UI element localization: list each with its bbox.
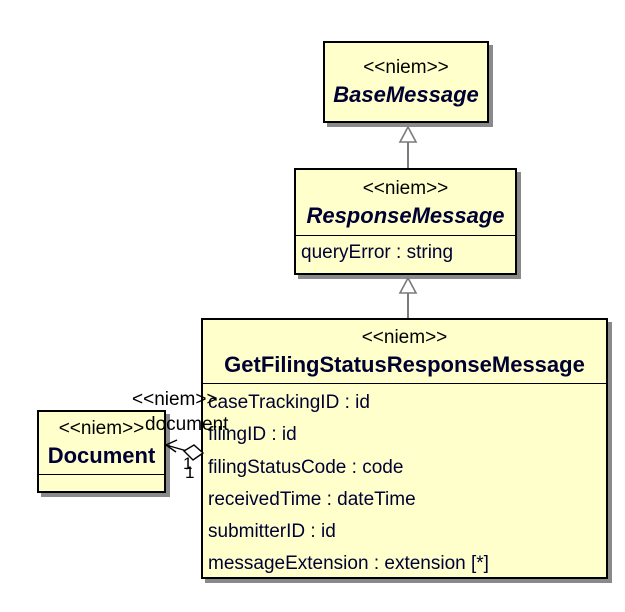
generalization-getfiling-to-response[interactable] (398, 276, 418, 318)
attribute-row: filingStatusCode : code (208, 456, 404, 478)
attribute-row: messageExtension : extension [*] (208, 553, 489, 575)
class-name-compartment: <<niem>> ResponseMessage (296, 170, 515, 235)
class-name-compartment: <<niem>> Document (39, 412, 164, 474)
association-stereotype-label: <<niem>> (132, 389, 218, 410)
class-name: ResponseMessage (306, 202, 505, 228)
stereotype-label: <<niem>> (58, 418, 145, 439)
association-multiplicity-label: 1 (185, 463, 195, 482)
class-name-compartment: <<niem>> BaseMessage (325, 43, 487, 121)
generalization-response-to-base[interactable] (398, 125, 418, 168)
class-box-response-message[interactable]: <<niem>> ResponseMessage queryError : st… (294, 168, 517, 275)
class-name: Document (47, 443, 156, 468)
hollow-triangle-arrowhead (398, 125, 418, 143)
class-box-get-filing-status-response-message[interactable]: <<niem>> GetFilingStatusResponseMessage … (201, 318, 608, 579)
attributes-compartment: queryError : string (296, 235, 515, 273)
stereotype-label: <<niem>> (363, 57, 449, 78)
class-name: BaseMessage (333, 82, 479, 107)
association-multiplicity-label: 1 (183, 454, 193, 473)
attributes-compartment: caseTrackingID : id filingID : id filing… (203, 383, 606, 577)
class-box-document[interactable]: <<niem>> Document (37, 410, 166, 493)
attribute-row: receivedTime : dateTime (208, 488, 416, 510)
attribute-row: caseTrackingID : id (208, 392, 370, 413)
attribute-row: queryError : string (301, 242, 454, 263)
class-box-base-message[interactable]: <<niem>> BaseMessage (323, 41, 489, 123)
attributes-compartment-empty (39, 474, 164, 491)
association-name-label: document (145, 414, 229, 435)
class-name-compartment: <<niem>> GetFilingStatusResponseMessage (203, 320, 606, 383)
attribute-row: filingID : id (208, 424, 297, 446)
open-arrowhead (165, 439, 178, 446)
stereotype-label: <<niem>> (362, 177, 449, 199)
open-arrowhead (165, 444, 177, 453)
stereotype-label: <<niem>> (361, 326, 448, 348)
class-name: GetFilingStatusResponseMessage (224, 351, 585, 377)
attribute-row: submitterID : id (208, 521, 336, 543)
hollow-triangle-arrowhead (398, 276, 418, 294)
